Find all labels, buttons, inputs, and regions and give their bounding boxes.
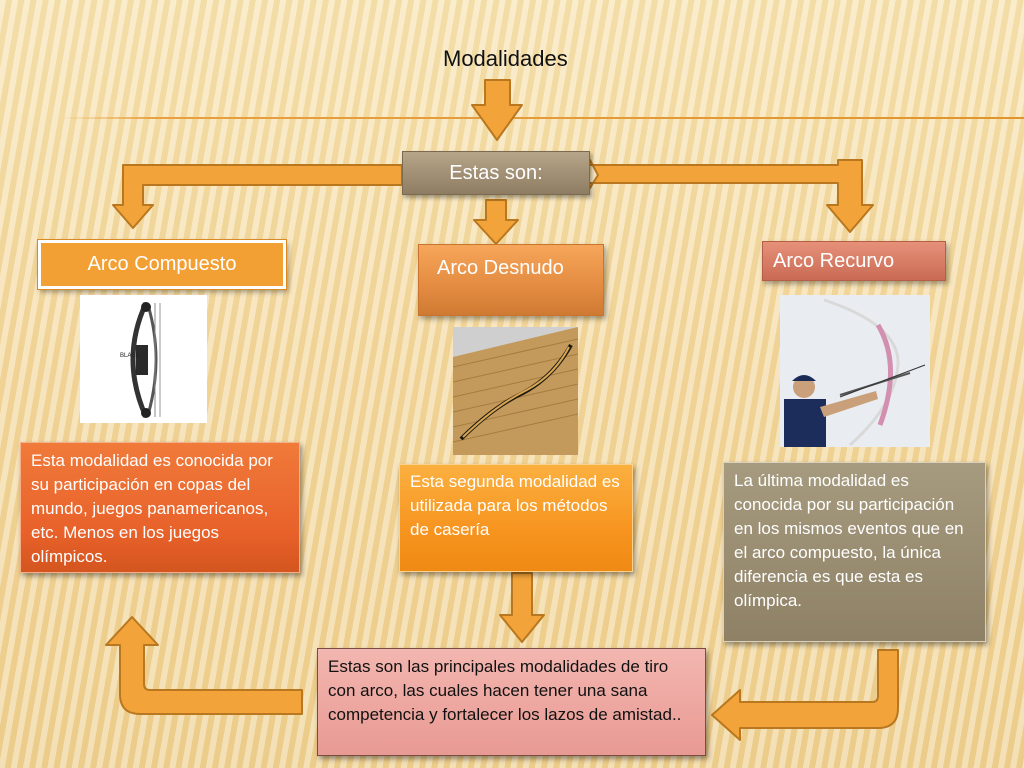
main-node: Estas son:: [402, 151, 590, 195]
node-arco-compuesto: Arco Compuesto: [37, 239, 287, 290]
arrow-main-to-desnudo: [473, 199, 519, 245]
arrow-main-to-recurvo: [587, 159, 874, 233]
node-arco-recurvo: Arco Recurvo: [762, 241, 946, 281]
arrow-desnudo-to-conclusion: [499, 572, 545, 643]
arrow-title-to-main: [471, 79, 523, 141]
bow-brand-label: BLACK: [120, 353, 140, 359]
diagram-title: Modalidades: [443, 46, 568, 71]
recurve-archer-image: [780, 295, 930, 447]
description-desnudo: Esta segunda modalidad es utilizada para…: [399, 464, 633, 572]
arrow-recurvo-to-conclusion: [711, 649, 899, 741]
horizontal-divider-line: [60, 117, 1024, 119]
node-arco-desnudo: Arco Desnudo: [418, 244, 604, 316]
arrow-conclusion-to-compuesto: [105, 616, 303, 715]
bare-bow-image: [453, 327, 578, 455]
conclusion-box: Estas son las principales modalidades de…: [317, 648, 706, 756]
description-compuesto: Esta modalidad es conocida por su partic…: [20, 442, 300, 573]
description-recurvo: La última modalidad es conocida por su p…: [723, 462, 986, 642]
arrow-main-to-compuesto: [112, 164, 403, 229]
compound-bow-image: BLACK: [80, 295, 207, 423]
